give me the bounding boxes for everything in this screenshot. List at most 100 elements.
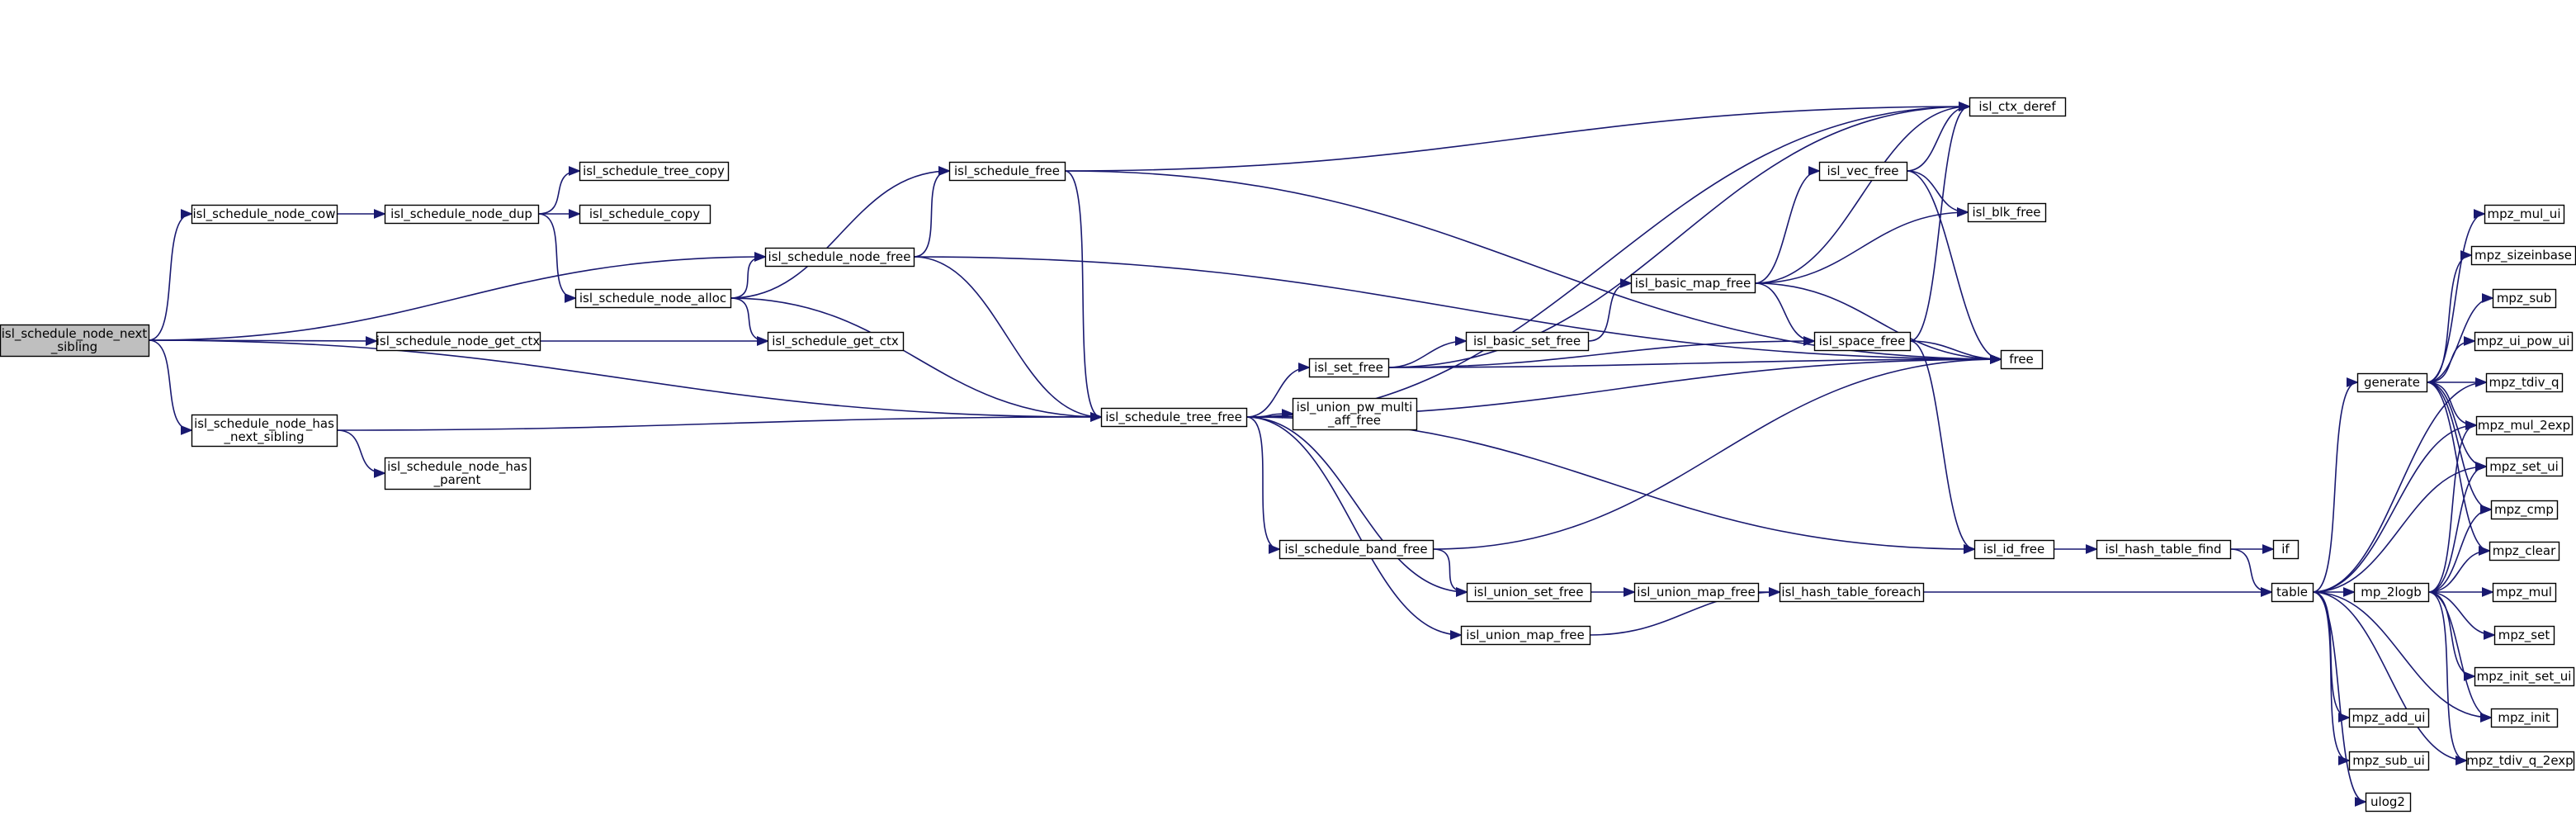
node-mp-2logb[interactable]: mp_2logb [2353,582,2430,603]
node-uset-free[interactable]: isl_union_set_free [1466,582,1592,603]
node-mpz-mul-2exp[interactable]: mpz_mul_2exp [2475,415,2574,436]
node-band-free[interactable]: isl_schedule_band_free [1279,539,1435,560]
node-box [2000,349,2044,370]
node-box [1460,625,1591,646]
node-box [1633,582,1760,603]
edge-root-to-tree-free [148,339,1101,417]
node-mpz-mul[interactable]: mpz_mul [2492,582,2557,603]
edge-mp-2logb-to-mpz-mul-2exp [2427,425,2477,593]
node-get-ctx-node[interactable]: isl_schedule_node_get_ctx [376,331,541,352]
node-mpz-sub-ui[interactable]: mpz_sub_ui [2348,751,2430,771]
edge-mp-2logb-to-mpz-clear [2427,551,2489,593]
node-blk-free[interactable]: isl_blk_free [1967,202,2047,223]
node-mpz-init[interactable]: mpz_init [2490,708,2559,728]
edge-generate-to-mpz-clear [2426,381,2490,551]
node-space-free[interactable]: isl_space_free [1813,331,1912,352]
node-box [2493,625,2555,646]
node-box [1969,97,2067,117]
node-label: mpz_mul_ui [2488,206,2561,222]
node-label: mpz_set [2498,628,2550,643]
node-upma-free[interactable]: isl_union_pw_multi_aff_free [1292,397,1418,431]
node-ht-find[interactable]: isl_hash_table_find [2096,539,2232,560]
edge-ht-find-to-table [2229,548,2271,592]
node-table[interactable]: table [2271,582,2314,603]
node-label: isl_schedule_node_cow [193,206,336,222]
node-has-parent[interactable]: isl_schedule_node_has_parent [384,457,532,490]
node-box [2475,415,2574,436]
node-label: isl_union_map_free [1637,585,1755,600]
node-sched-copy[interactable]: isl_schedule_copy [579,204,711,225]
node-root[interactable]: isl_schedule_node_next_sibling [0,324,150,358]
node-mpz-sizeinbase[interactable]: mpz_sizeinbase [2470,245,2576,266]
node-label: mpz_tdiv_q_2exp [2466,753,2573,769]
node-mpz-ui-pow-ui[interactable]: mpz_ui_pow_ui [2474,331,2574,352]
node-label: isl_schedule_node_has [194,416,334,432]
node-label: mpz_sub [2497,291,2551,306]
node-label: mpz_ui_pow_ui [2477,334,2570,349]
node-box [2489,541,2560,561]
node-node-alloc[interactable]: isl_schedule_node_alloc [574,288,732,309]
node-label: isl_schedule_node_get_ctx [376,334,541,349]
node-mpz-set[interactable]: mpz_set [2493,625,2555,646]
node-vec-free[interactable]: isl_vec_free [1818,161,1908,182]
edge-node-free-to-free [913,256,2001,359]
node-label: isl_schedule_node_next [2,326,148,342]
node-cow[interactable]: isl_schedule_node_cow [191,204,338,225]
node-mpz-tdiv-q[interactable]: mpz_tdiv_q [2485,372,2564,393]
edge-basic-map-free-to-ctx-deref [1754,107,1969,284]
node-mpz-clear[interactable]: mpz_clear [2489,541,2560,561]
node-has-next[interactable]: isl_schedule_node_has_next_sibling [191,414,338,448]
node-generate[interactable]: generate [2356,372,2428,393]
node-mpz-sub[interactable]: mpz_sub [2492,288,2557,309]
node-umap-free[interactable]: isl_union_map_free [1460,625,1591,646]
node-box [2272,539,2299,560]
node-dup[interactable]: isl_schedule_node_dup [384,204,540,225]
edge-root-to-node-free [148,257,765,341]
node-ctx-deref[interactable]: isl_ctx_deref [1969,97,2067,117]
edge-generate-to-mpz-cmp [2426,381,2492,509]
edge-basic-map-free-to-space-free [1754,282,1814,341]
node-mpz-init-set-ui[interactable]: mpz_init_set_ui [2474,666,2575,687]
node-node-free[interactable]: isl_schedule_node_free [764,247,915,268]
edge-sched-free-to-tree-free [1064,170,1102,417]
edge-basic-map-free-to-free [1754,282,2001,359]
node-box [191,414,338,448]
node-label: isl_basic_map_free [1635,276,1751,291]
node-sched-free[interactable]: isl_schedule_free [948,161,1066,182]
node-ulog2[interactable]: ulog2 [2365,792,2412,813]
node-label: isl_schedule_tree_copy [583,163,725,179]
node-label: isl_hash_table_foreach [1781,585,1921,600]
node-box [1308,358,1390,378]
node-mpz-cmp[interactable]: mpz_cmp [2490,500,2559,520]
edge-space-free-to-free [1909,340,2001,359]
node-box [579,161,730,182]
node-mpz-set-ui[interactable]: mpz_set_ui [2485,457,2564,477]
node-tree-copy[interactable]: isl_schedule_tree_copy [579,161,730,182]
node-umap-free-secondary[interactable]: isl_union_map_free [1633,582,1760,603]
node-mpz-mul-ui[interactable]: mpz_mul_ui [2484,204,2565,225]
node-ht-foreach[interactable]: isl_hash_table_foreach [1779,582,1925,603]
node-label: _parent [433,472,481,488]
edge-node-alloc-to-tree-free [730,297,1101,417]
edge-table-to-mpz-tdiv-q-2exp [2312,591,2466,761]
node-free[interactable]: free [2000,349,2044,370]
node-mpz-tdiv-q-2exp[interactable]: mpz_tdiv_q_2exp [2465,751,2575,771]
node-label: mpz_add_ui [2352,710,2426,726]
node-box [384,204,540,225]
node-basic-set-free[interactable]: isl_basic_set_free [1465,331,1590,352]
node-label: generate [2364,375,2420,390]
node-basic-map-free[interactable]: isl_basic_map_free [1630,273,1756,294]
edge-band-free-to-free [1432,359,2001,550]
node-sched-get-ctx[interactable]: isl_schedule_get_ctx [767,331,905,352]
node-set-free[interactable]: isl_set_free [1308,358,1390,378]
node-tree-free[interactable]: isl_schedule_tree_free [1100,407,1248,428]
node-label: isl_basic_set_free [1473,334,1581,349]
edge-node-alloc-to-node-free [730,257,765,299]
node-mpz-add-ui[interactable]: mpz_add_ui [2348,708,2430,728]
node-label: mp_2logb [2361,585,2422,600]
edge-dup-to-node-alloc [537,213,576,298]
node-id-free[interactable]: isl_id_free [1973,539,2055,560]
node-if[interactable]: if [2272,539,2299,560]
node-label: mpz_mul [2496,585,2552,600]
